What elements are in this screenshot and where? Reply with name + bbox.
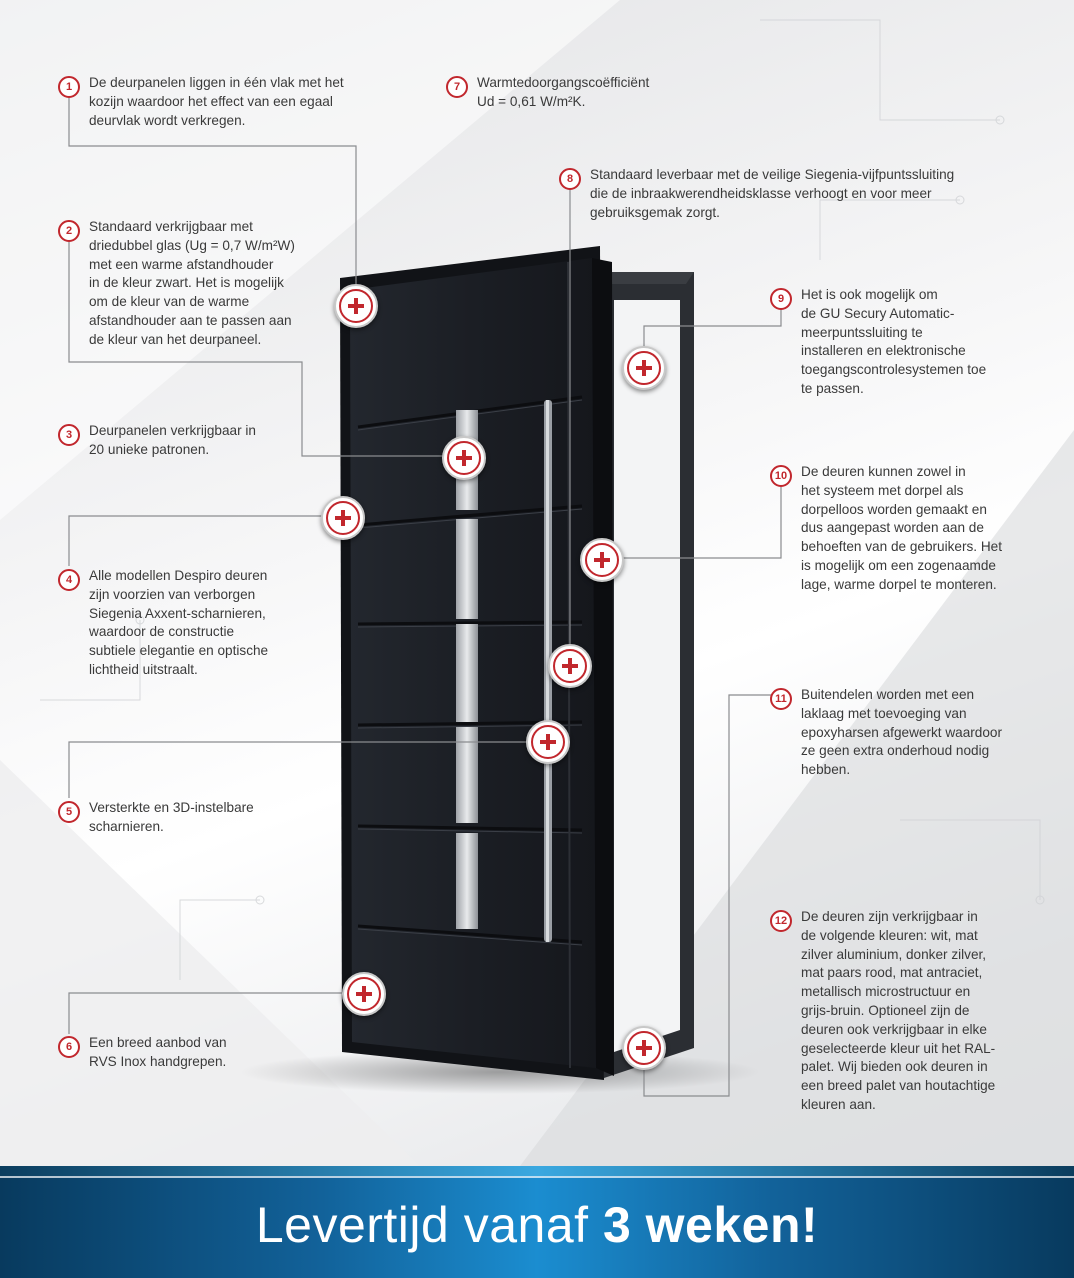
callout-text-line: lage, warme dorpel te monteren. [801,576,997,592]
banner-text-bold: 3 weken! [602,1197,819,1253]
callout-text-line: dorpelloos worden gemaakt en [801,501,987,517]
callout-text-line: 20 unieke patronen. [89,441,210,457]
callout-text-line: de volgende kleuren: wit, mat [801,927,978,943]
callout-text-line: een breed palet van houtachtige [801,1078,996,1094]
callout-text-line: in de kleur zwart. Het is mogelijk [89,275,284,291]
callout-text-line: toegangscontrolesystemen toe [801,362,987,378]
hotspot-6[interactable] [342,972,386,1016]
callout-text-line: Standaard leverbaar met de veilige Siege… [590,167,955,182]
callout-text-line: lichtheid uitstraalt. [89,661,198,677]
hotspot-5[interactable] [526,720,570,764]
callout-text-line: De deuren zijn verkrijgbaar in [801,909,978,924]
callout-text-line: palet. Wij bieden ook deuren in [801,1059,988,1075]
callout-number: 3 [58,424,80,446]
callout-text-line: zilver aluminium, donker zilver, [801,946,987,962]
callout-text-line: die de inbraakwerendheidsklasse verhoogt… [590,185,932,201]
callout-number: 8 [559,168,581,190]
callout-text-line: gebruiksgemak zorgt. [590,204,720,220]
callout-text-line: Ud = 0,61 W/m²K. [477,93,586,109]
connector-lines [68,94,782,1097]
callout-text-line: De deuren kunnen zowel in [801,464,966,479]
callout-text-line: het systeem met dorpel als [801,482,964,498]
callout-text-line: Deurpanelen verkrijgbaar in [89,423,256,438]
callout-number: 11 [770,688,792,710]
callout-text-line: om de kleur van de warme [89,294,250,310]
callout-text-line: zijn voorzien van verborgen [89,586,256,602]
callout-number: 4 [58,569,80,591]
door-illustration [240,246,760,1094]
callout-number: 10 [770,465,792,487]
promo-banner [0,1166,1074,1278]
banner-divider [0,1176,1074,1178]
callout-number: 6 [58,1036,80,1058]
hotspot-10[interactable] [580,538,624,582]
callout-text-line: driedubbel glas (Ug = 0,7 W/m²W) [89,237,295,253]
callout-text-line: mat paars rood, mat antraciet, [801,965,983,981]
callout-text-line: de GU Secury Automatic- [801,305,955,321]
callout-text-line: grijs-bruin. Optioneel zijn de [801,1002,970,1018]
callout-text-line: subtiele elegantie en optische [89,643,269,659]
callout-text-line: deuren ook verkrijgbaar in elke [801,1021,987,1037]
callout-number: 9 [770,288,792,310]
callout-text-line: de kleur van het deurpaneel. [89,331,262,347]
callout-number: 1 [58,76,80,98]
callout-text-line: De deurpanelen liggen in één vlak met he… [89,75,344,90]
callout-text-line: waardoor de constructie [89,624,235,640]
banner-text-light: Levertijd vanaf [255,1197,603,1253]
callout-text-line: afstandhouder aan te passen aan [89,312,292,328]
callout-text-line: kozijn waardoor het effect van een egaal [89,93,333,109]
callout-number: 2 [58,220,80,242]
hotspot-2[interactable] [442,436,486,480]
hotspot-9[interactable] [622,346,666,390]
callout-number: 7 [446,76,468,98]
hotspot-1[interactable] [334,284,378,328]
callout-text-line: Standaard verkrijgbaar met [89,219,253,234]
callout-text-line: laklaag met toevoeging van [801,705,967,721]
callout-text-line: dus aangepast worden aan de [801,520,984,536]
callout-text-line: Siegenia Axxent-scharnieren, [89,605,266,621]
callout-text-line: RVS Inox handgrepen. [89,1053,227,1069]
hotspot-8[interactable] [548,644,592,688]
callout-number: 5 [58,801,80,823]
callout-text-line: ze geen extra onderhoud nodig [801,743,990,759]
hotspot-12[interactable] [622,1026,666,1070]
banner-stripe [0,1166,1074,1176]
callout-text-line: epoxyharsen afgewerkt waardoor [801,724,1002,740]
callout-text-line: te passen. [801,380,864,396]
callout-text-line: installeren en elektronische [801,343,966,359]
hotspot-4[interactable] [321,496,365,540]
callout-text-line: Alle modellen Despiro deuren [89,568,268,583]
callout-text-line: kleuren aan. [801,1096,876,1112]
callout-text-line: is mogelijk om een zogenaamde [801,557,996,573]
callout-text-line: behoeften van de gebruikers. Het [801,539,1003,555]
callout-text-line: scharnieren. [89,818,164,834]
callout-text-line: Het is ook mogelijk om [801,287,938,302]
callout-text-line: geselecteerde kleur uit het RAL- [801,1040,996,1056]
banner-headline: Levertijd vanaf 3 weken! [0,1196,1074,1254]
callout-text-line: meerpuntssluiting te [801,324,923,340]
callout-text-line: Warmtedoorgangscoëfficiënt [477,75,650,90]
callout-text-line: deurvlak wordt verkregen. [89,112,246,128]
callout-text-line: hebben. [801,762,851,778]
callout-text-line: metallisch microstructuur en [801,984,971,1000]
callout-text-line: Buitendelen worden met een [801,687,975,702]
callout-text-line: Een breed aanbod van [89,1035,227,1050]
callout-text-line: Versterkte en 3D-instelbare [89,800,254,815]
callout-text-line: met een warme afstandhouder [89,256,274,272]
callout-number: 12 [770,910,792,932]
